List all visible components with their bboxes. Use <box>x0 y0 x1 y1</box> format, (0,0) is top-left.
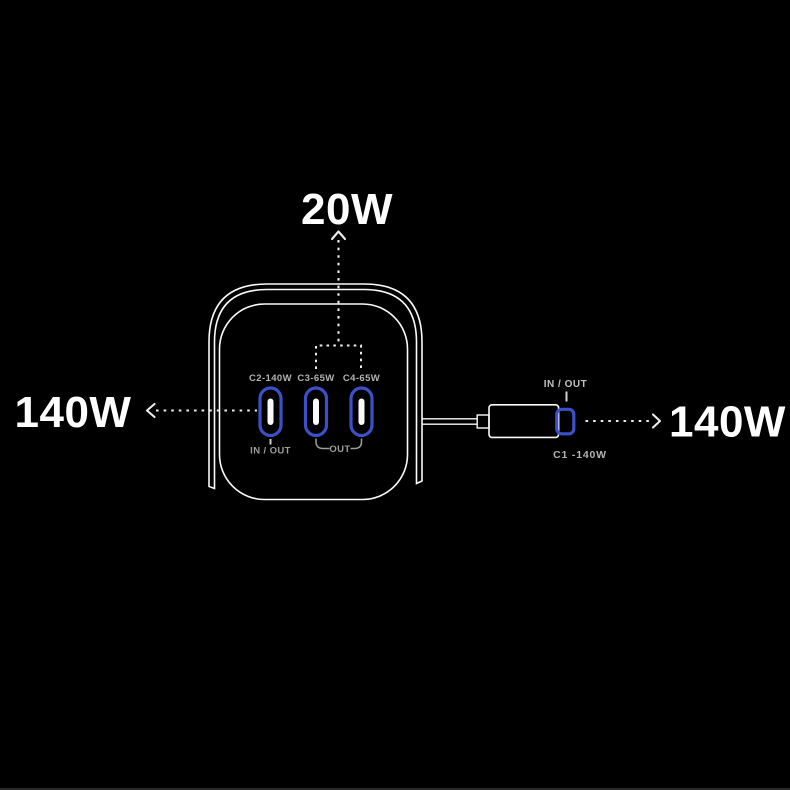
c3-c4-direction-label: OUT <box>329 444 350 455</box>
plug-port-label: C1 -140W <box>553 449 607 461</box>
top-power-annotation: 20W <box>301 185 393 369</box>
plug-body-outline <box>488 403 560 439</box>
right-power-annotation: 140W <box>585 398 786 447</box>
bottom-edge-strip <box>0 788 790 790</box>
charger-face-outline <box>218 303 409 501</box>
right-power-label: 140W <box>669 398 786 447</box>
port-c2-label: C2-140W <box>249 373 292 384</box>
port-c2-direction-label: IN / OUT <box>250 446 291 457</box>
dashed-group-bracket <box>315 344 362 369</box>
left-power-annotation: 140W <box>15 388 257 437</box>
port-c4-label: C4-65W <box>343 373 380 384</box>
plug-tip-outline <box>555 407 576 436</box>
port-c3-pin <box>313 398 319 425</box>
arrow-up-icon <box>330 230 347 241</box>
port-c4-outline <box>349 386 374 438</box>
out-bracket-left <box>315 438 330 450</box>
usb-c-port-c4: C4-65W <box>343 373 380 438</box>
usb-c-port-c3: C3-65W <box>297 373 334 438</box>
c3-c4-out-bracket: OUT <box>315 438 363 455</box>
port-c4-pin <box>358 398 365 425</box>
port-c3-outline <box>303 386 329 438</box>
left-power-label: 140W <box>15 388 132 437</box>
out-bracket-right <box>350 438 363 450</box>
port-c2-outline <box>258 386 283 438</box>
usb-c-port-c2: C2-140W IN / OUT <box>249 373 292 457</box>
arrow-left-icon <box>145 402 156 419</box>
plug-direction-label: IN / OUT <box>544 379 587 390</box>
port-c3-label: C3-65W <box>297 373 334 384</box>
charger-strap-outline <box>208 283 423 490</box>
port-c2-pin <box>267 398 274 425</box>
cable-strain-relief <box>476 414 490 429</box>
cable-and-plug: IN / OUT C1 -140W <box>422 379 607 461</box>
charger-body <box>208 283 423 501</box>
top-power-label: 20W <box>301 185 393 234</box>
arrow-right-icon <box>651 413 662 429</box>
